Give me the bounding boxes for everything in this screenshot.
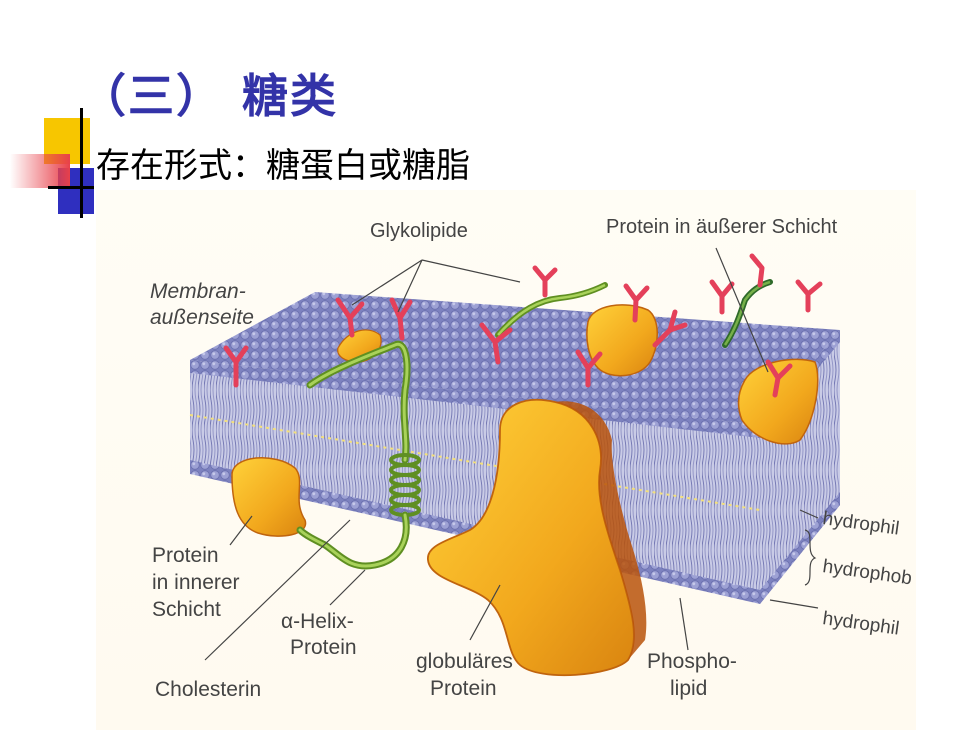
label-membran-2: außenseite <box>150 306 254 329</box>
label-glykolipide: Glykolipide <box>370 220 468 242</box>
label-cholesterin: Cholesterin <box>155 678 261 701</box>
glycolipid-chain-center-highlight <box>497 283 606 336</box>
helix-coil <box>389 453 421 517</box>
pointer-lines <box>204 247 819 661</box>
outer-protein-right <box>737 358 819 445</box>
globular-protein <box>427 398 635 677</box>
deco-red-bar <box>10 154 70 188</box>
label-protein-inner-3: Schicht <box>152 598 221 621</box>
deco-vertical-line <box>80 108 83 218</box>
surface-protein-center <box>586 304 658 377</box>
label-globular-1: globuläres <box>416 650 513 673</box>
side-head-row-bottom <box>760 492 840 604</box>
membrane-side-face <box>760 330 840 604</box>
label-globular-2: Protein <box>430 677 497 700</box>
deco-horizontal-line <box>48 186 94 189</box>
label-alpha-helix-1: α-Helix- <box>281 610 354 633</box>
helix-lower-chain-highlight <box>298 513 408 568</box>
slide-title: （三） 糖类 <box>80 69 339 123</box>
outer-head-row <box>190 360 760 438</box>
globular-protein-shadow <box>555 401 647 660</box>
slide-subtitle: 存在形式：糖蛋白或糖脂 <box>96 146 470 186</box>
carbohydrate-chains <box>223 253 823 398</box>
mid-layer-line <box>189 414 761 511</box>
helix-upper-chain-highlight <box>308 342 409 462</box>
label-phospho-1: Phospho- <box>647 650 737 673</box>
label-alpha-helix-2: Protein <box>290 636 357 659</box>
inner-protein <box>231 457 307 537</box>
label-protein-inner-1: Protein <box>152 544 219 567</box>
label-protein-inner-2: in innerer <box>152 571 240 594</box>
label-phospho-2: lipid <box>670 677 707 700</box>
label-protein-outer: Protein in äußerer Schicht <box>606 216 838 238</box>
label-membran-1: Membran- <box>150 280 246 303</box>
